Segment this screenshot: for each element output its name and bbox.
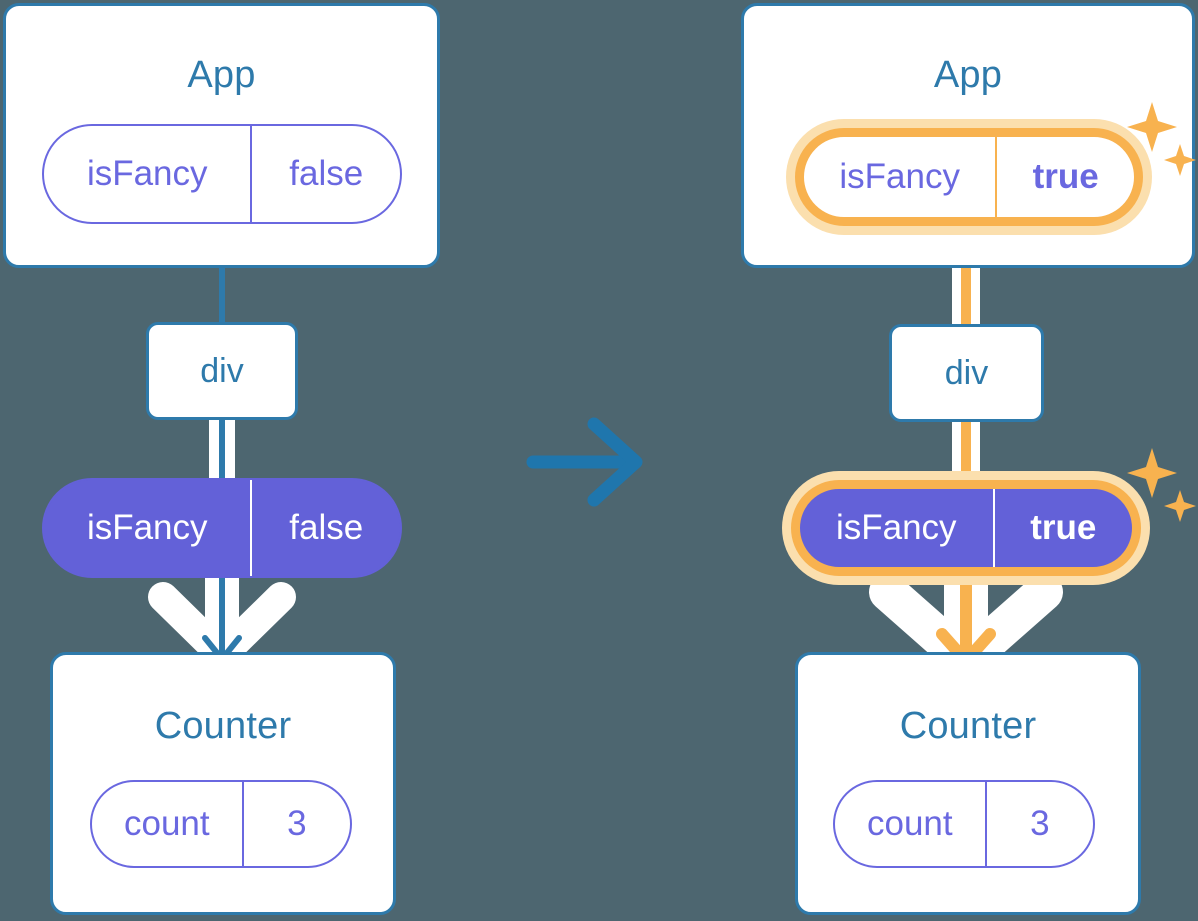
prop-name-after: isFancy (835, 508, 957, 547)
prop-pill-after: isFancy true (791, 480, 1141, 576)
div-tag-box-after: div (889, 324, 1044, 422)
app-title-after: App (933, 54, 1003, 96)
div-tag-label-after: div (944, 353, 989, 392)
counter-state-value-before: 3 (241, 782, 350, 866)
counter-title-after: Counter (899, 705, 1037, 747)
sparkle-icon (1127, 102, 1177, 152)
app-title-before: App (187, 54, 256, 96)
app-state-pill-after: isFancy true (795, 128, 1143, 226)
arrow-right-icon (526, 417, 643, 507)
prop-name-before: isFancy (86, 508, 208, 547)
app-state-name-before: isFancy (86, 154, 208, 193)
div-tag-box-before: div (146, 322, 298, 420)
counter-state-value-after: 3 (984, 782, 1093, 866)
sparkle-icon (1164, 144, 1196, 176)
sparkle-group-prop-after (1127, 448, 1196, 522)
sparkle-icon (1127, 448, 1177, 498)
counter-state-name-before: count (124, 804, 210, 843)
counter-title-before: Counter (154, 705, 292, 747)
counter-state-pill-before: count 3 (90, 780, 352, 868)
app-state-pill-before: isFancy false (42, 124, 402, 224)
app-state-value-before: false (250, 126, 400, 222)
div-tag-label-before: div (200, 351, 244, 390)
app-state-name-after: isFancy (839, 157, 960, 196)
app-state-value-after: true (995, 137, 1134, 217)
prop-pill-before: isFancy false (42, 478, 402, 578)
counter-state-pill-after: count 3 (833, 780, 1095, 868)
prop-value-after: true (992, 489, 1132, 567)
counter-state-name-after: count (867, 804, 953, 843)
sparkle-icon (1164, 490, 1196, 522)
sparkle-group-app-after (1127, 102, 1196, 176)
prop-value-before: false (250, 480, 400, 576)
